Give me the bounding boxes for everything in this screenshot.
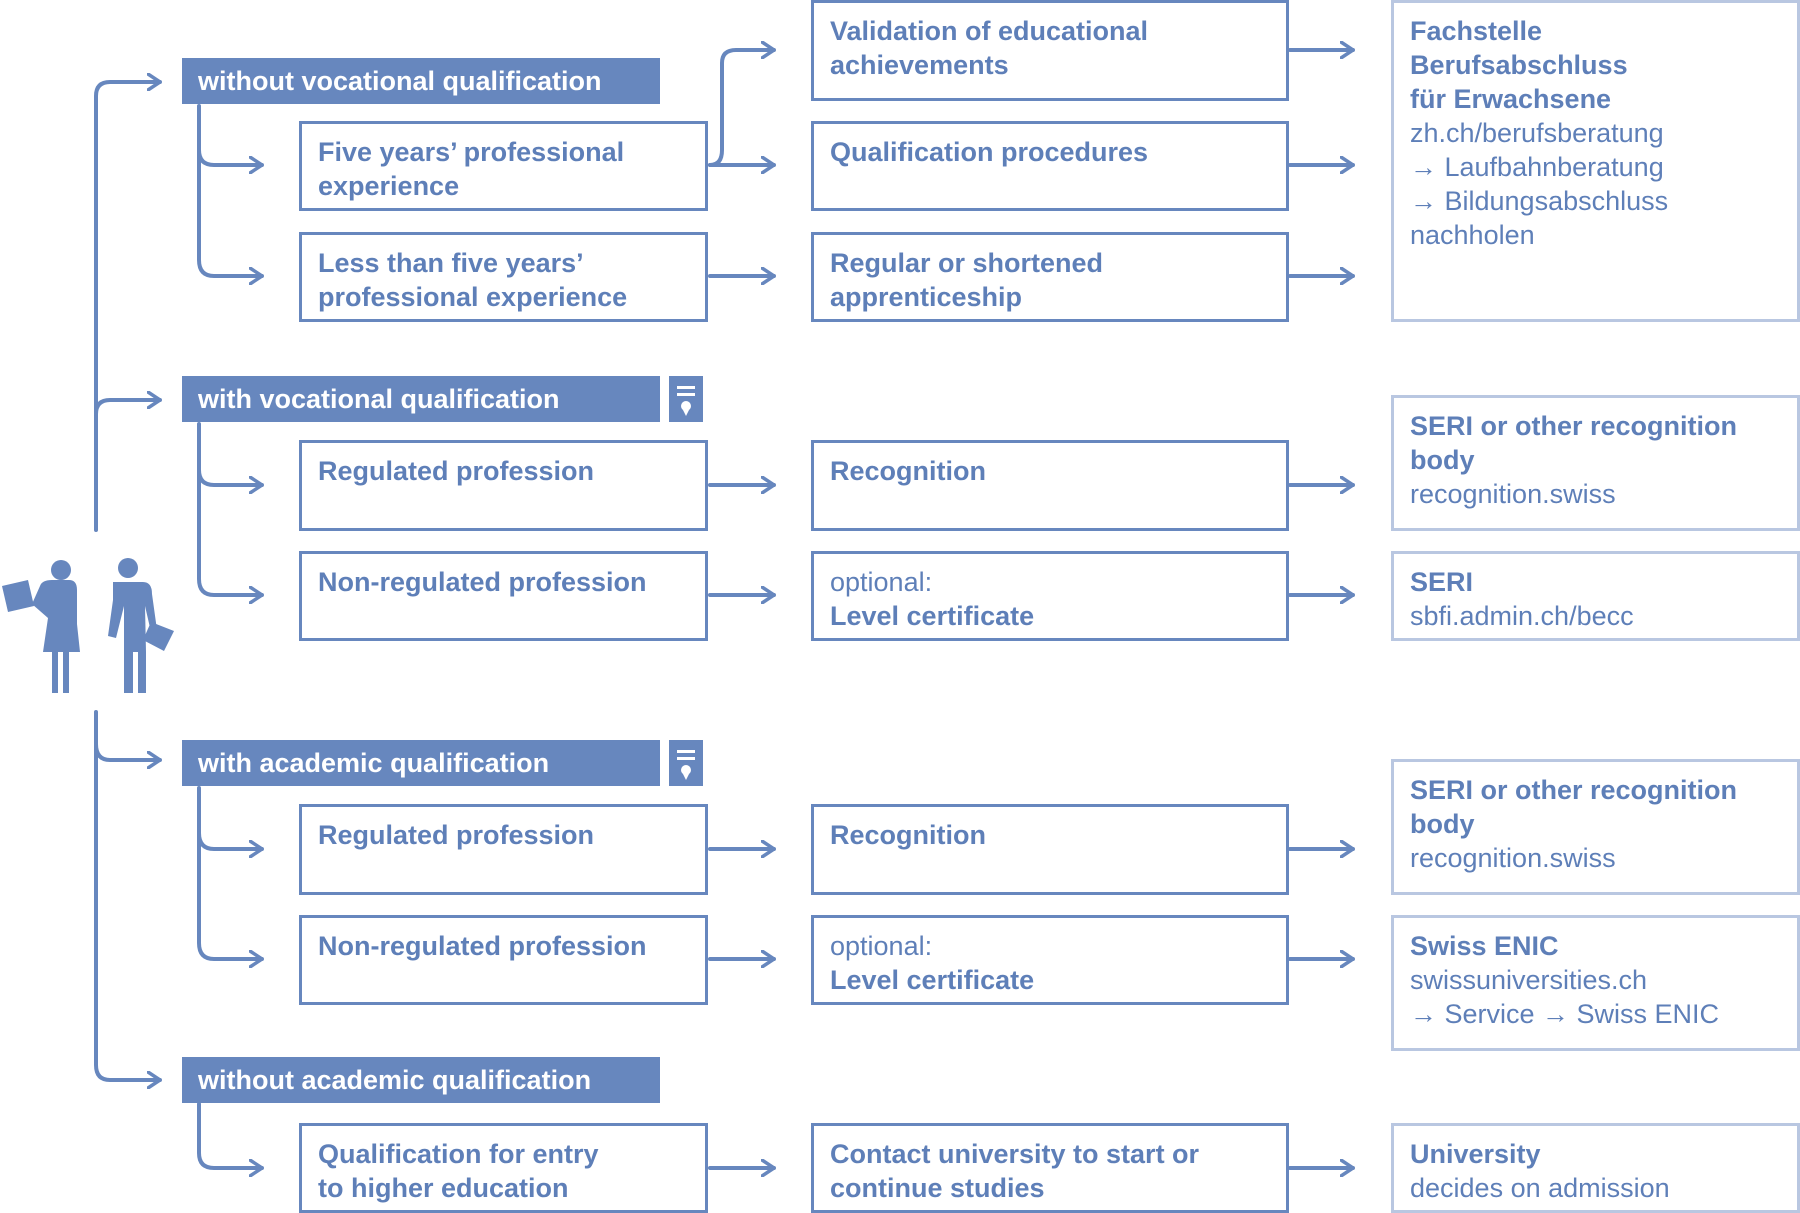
box-academic-regulated-profession-text: Regulated profession (318, 820, 595, 850)
swiss-enic-details: swissuniversities.ch → Service → Swiss E… (1410, 965, 1720, 1029)
box-vocational-regulated-profession: Regulated profession (299, 440, 708, 531)
box-qualification-procedures-text: Qualification procedures (830, 137, 1149, 167)
box-vocational-level-certificate: optional: Level certificate (811, 551, 1289, 641)
seri-becc-title: SERI (1410, 567, 1474, 597)
box-vocational-regulated-profession-text: Regulated profession (318, 456, 595, 486)
university-title: University (1410, 1139, 1541, 1169)
box-validation-of-achievements-text: Validation of educational achievements (830, 16, 1149, 80)
box-academic-recognition: Recognition (811, 804, 1289, 895)
box-qualification-procedures: Qualification procedures (811, 121, 1289, 211)
certificate-icon (669, 740, 703, 786)
box-higher-education-entry: Qualification for entry to higher educat… (299, 1123, 708, 1213)
header-with-vocational-qualification: with vocational qualification (182, 376, 660, 422)
box-university: University decides on admission (1391, 1123, 1800, 1213)
box-vocational-recognition-text: Recognition (830, 456, 986, 486)
box-swiss-enic: Swiss ENIC swissuniversities.ch → Servic… (1391, 915, 1800, 1051)
box-seri-recognition-academic: SERI or other recognition body recogniti… (1391, 759, 1800, 895)
box-academic-recognition-text: Recognition (830, 820, 986, 850)
box-less-than-five-years: Less than five years’ professional exper… (299, 232, 708, 322)
box-vocational-non-regulated-profession-text: Non-regulated profession (318, 567, 647, 597)
seri-recognition-academic-details: recognition.swiss (1410, 843, 1616, 873)
fachstelle-title: Fachstelle Berufsabschluss für Erwachsen… (1410, 16, 1628, 114)
header-without-vocational-qualification: without vocational qualification (182, 58, 660, 104)
header-without-academic-qualification: without academic qualification (182, 1057, 660, 1103)
certificate-icon (669, 376, 703, 422)
box-seri-recognition-vocational: SERI or other recognition body recogniti… (1391, 395, 1800, 531)
box-seri-becc: SERI sbfi.admin.ch/becc (1391, 551, 1800, 641)
swiss-enic-title: Swiss ENIC (1410, 931, 1559, 961)
fachstelle-details: zh.ch/berufsberatung → Laufbahnberatung … (1410, 118, 1669, 250)
box-five-years-experience: Five years’ professional experience (299, 121, 708, 211)
header-with-academic-qualification: with academic qualification (182, 740, 660, 786)
seri-recognition-vocational-title: SERI or other recognition body (1410, 411, 1738, 475)
box-higher-education-entry-text: Qualification for entry to higher educat… (318, 1139, 599, 1203)
box-five-years-experience-text: Five years’ professional experience (318, 137, 625, 201)
box-vocational-recognition: Recognition (811, 440, 1289, 531)
box-academic-non-regulated-profession-text: Non-regulated profession (318, 931, 647, 961)
box-fachstelle-berufsabschluss: Fachstelle Berufsabschluss für Erwachsen… (1391, 0, 1800, 322)
seri-recognition-vocational-details: recognition.swiss (1410, 479, 1616, 509)
box-vocational-level-optional: optional: (830, 567, 933, 597)
people-icon (2, 558, 174, 693)
box-contact-university-text: Contact university to start or continue … (830, 1139, 1200, 1203)
seri-recognition-academic-title: SERI or other recognition body (1410, 775, 1738, 839)
box-academic-level-optional: optional: (830, 931, 933, 961)
box-academic-regulated-profession: Regulated profession (299, 804, 708, 895)
box-vocational-non-regulated-profession: Non-regulated profession (299, 551, 708, 641)
box-apprenticeship: Regular or shortened apprenticeship (811, 232, 1289, 322)
box-apprenticeship-text: Regular or shortened apprenticeship (830, 248, 1104, 312)
box-academic-level-certificate: optional: Level certificate (811, 915, 1289, 1005)
box-validation-of-achievements: Validation of educational achievements (811, 0, 1289, 101)
seri-becc-details: sbfi.admin.ch/becc (1410, 601, 1634, 631)
box-vocational-level-certificate-text: Level certificate (830, 601, 1035, 631)
box-less-than-five-years-text: Less than five years’ professional exper… (318, 248, 628, 312)
box-academic-non-regulated-profession: Non-regulated profession (299, 915, 708, 1005)
box-contact-university: Contact university to start or continue … (811, 1123, 1289, 1213)
box-academic-level-certificate-text: Level certificate (830, 965, 1035, 995)
university-details: decides on admission (1410, 1173, 1670, 1203)
